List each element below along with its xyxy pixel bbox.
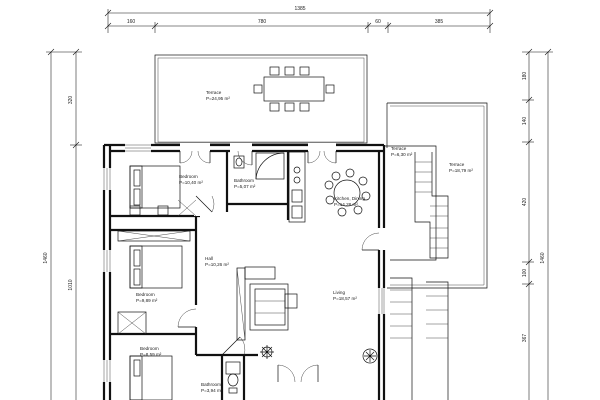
room-area: P=18,57 m² bbox=[333, 296, 357, 301]
terrace-top bbox=[154, 54, 368, 144]
bedroom-1-furniture bbox=[129, 165, 197, 217]
doors bbox=[177, 143, 387, 383]
stairs-upper bbox=[414, 152, 449, 259]
room-name: Bedroom bbox=[140, 346, 159, 351]
room-name: Bathroom bbox=[201, 382, 221, 387]
room-label-terrace-side: Terrace P=18,79 m² bbox=[449, 162, 473, 173]
room-area: P=10,26 m² bbox=[205, 262, 229, 267]
bathroom-2-fixtures bbox=[225, 361, 241, 394]
room-area: P=24,95 m² bbox=[206, 96, 230, 101]
room-area: P=5,07 m² bbox=[234, 184, 256, 189]
kitchen-counter bbox=[288, 151, 306, 223]
dim-top-segment: 60 bbox=[375, 19, 381, 25]
dim-top-segment: 160 bbox=[127, 19, 136, 25]
room-name: Kitchen, Dining bbox=[334, 196, 365, 201]
room-area: P=6,30 m² bbox=[391, 152, 413, 157]
plant-living bbox=[362, 348, 378, 364]
terrace-dining-set bbox=[253, 66, 335, 112]
dim-right-segment: 420 bbox=[522, 198, 528, 207]
room-name: Bedroom bbox=[136, 292, 155, 297]
hall-wardrobe bbox=[236, 266, 276, 341]
room-name: Bathroom bbox=[234, 178, 254, 183]
bedroom-2-furniture bbox=[117, 230, 191, 289]
dim-top-segment: 385 bbox=[435, 19, 444, 25]
room-name: Terrace bbox=[391, 146, 407, 151]
left-dimension-lines: 320 1010 1460 bbox=[43, 48, 82, 400]
room-area: P=3,94 m² bbox=[201, 388, 223, 393]
dim-top-segment: 780 bbox=[258, 19, 267, 25]
dim-left-segment: 320 bbox=[68, 96, 74, 105]
stairs-lower bbox=[390, 277, 449, 400]
room-name: Terrace bbox=[449, 162, 465, 167]
room-name: Hall bbox=[205, 256, 213, 261]
dim-left-segment: 1010 bbox=[68, 279, 74, 290]
dim-right-segment: 140 bbox=[522, 117, 528, 126]
living-sofa bbox=[249, 283, 298, 331]
room-label-bedroom-2: Bedroom P=9,89 m² bbox=[136, 292, 158, 303]
plant-hall bbox=[260, 345, 274, 359]
dim-right-segment: 367 bbox=[522, 334, 528, 343]
room-name: Bedroom bbox=[179, 174, 198, 179]
room-label-living: Living P=18,57 m² bbox=[333, 290, 357, 301]
top-dimension-lines: 1385 160 780 60 385 bbox=[104, 6, 494, 33]
room-area: P=10,40 m² bbox=[179, 180, 203, 185]
room-label-kitchen-dining: Kitchen, Dining P=14,28 m² bbox=[334, 196, 365, 207]
room-label-bathroom-1: Bathroom P=5,07 m² bbox=[234, 178, 256, 189]
dim-left-total: 1460 bbox=[43, 252, 49, 263]
dim-top-total: 1385 bbox=[294, 6, 305, 12]
room-name: Terrace bbox=[206, 90, 222, 95]
room-name: Living bbox=[333, 290, 345, 295]
round-dining-table bbox=[324, 168, 371, 217]
room-label-hall: Hall P=10,26 m² bbox=[205, 256, 229, 267]
room-area: P=9,89 m² bbox=[136, 298, 158, 303]
windows bbox=[102, 143, 387, 382]
room-label-bedroom-3: Bedroom P=8,59 m² bbox=[140, 346, 162, 357]
dim-right-total: 1460 bbox=[540, 252, 546, 263]
room-area: P=8,59 m² bbox=[140, 352, 162, 357]
interior-walls bbox=[110, 151, 290, 400]
dim-right-segment: 180 bbox=[522, 72, 528, 81]
room-label-bedroom-1: Bedroom P=10,40 m² bbox=[179, 174, 203, 185]
room-label-terrace-main: Terrace P=24,95 m² bbox=[206, 90, 230, 101]
room-label-terrace-small: Terrace P=6,30 m² bbox=[391, 146, 413, 157]
room-area: P=18,79 m² bbox=[449, 168, 473, 173]
room-area: P=14,28 m² bbox=[334, 202, 358, 207]
bedroom-3-furniture bbox=[117, 311, 173, 400]
bathroom-1-fixtures bbox=[233, 152, 285, 180]
terrace-right bbox=[384, 102, 488, 289]
dim-right-segment: 100 bbox=[522, 269, 528, 278]
room-label-bathroom-2: Bathroom P=3,94 m² bbox=[201, 382, 223, 393]
right-dimension-lines: 180 140 420 100 367 1460 bbox=[522, 48, 553, 400]
